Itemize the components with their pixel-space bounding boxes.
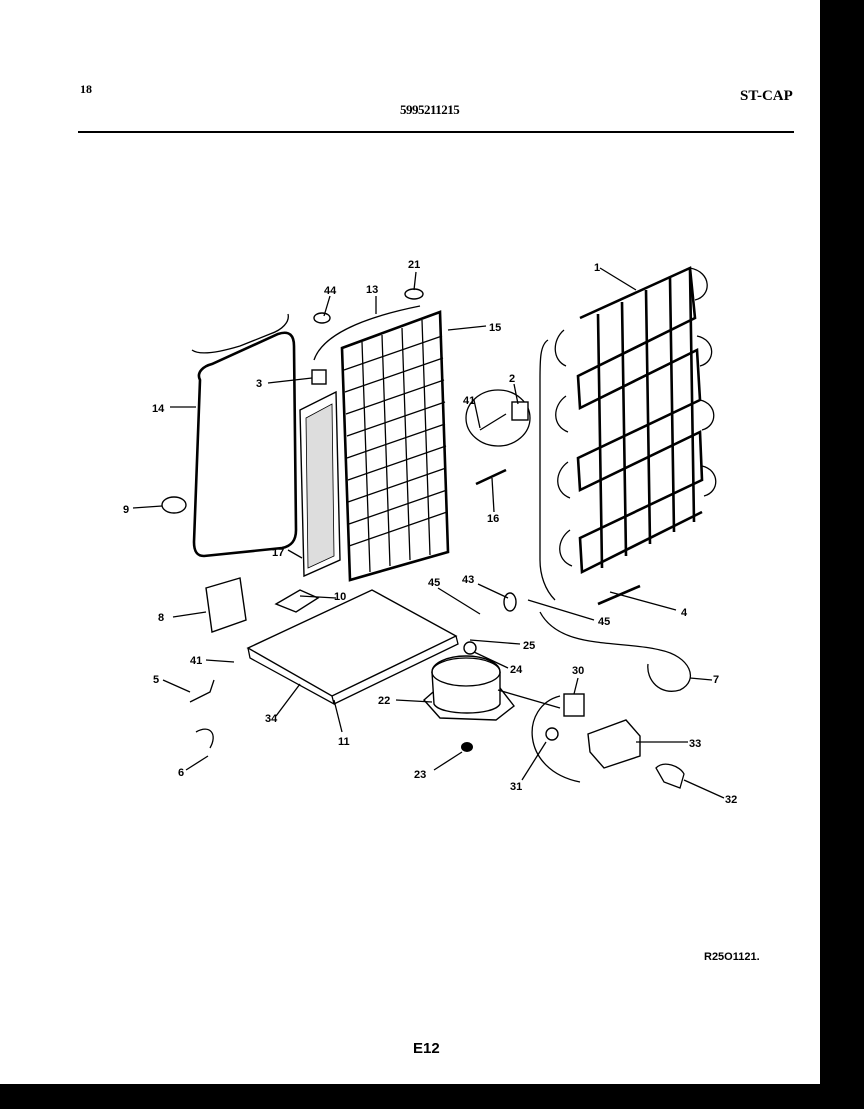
header-rule: [78, 131, 794, 133]
callout-43: 43: [462, 574, 474, 586]
callout-11: 11: [338, 736, 350, 748]
callout-14: 14: [152, 403, 165, 415]
callout-24: 24: [510, 664, 523, 676]
callout-1: 1: [594, 262, 600, 274]
callout-15: 15: [489, 322, 501, 334]
grommet-43: [503, 592, 517, 612]
condenser-coil: [539, 266, 717, 601]
bracket-part-small: [274, 589, 320, 613]
model-number: 5995211215: [400, 102, 460, 117]
callout-7: 7: [713, 674, 719, 686]
callout-30: 30: [572, 665, 584, 677]
filter-pad: [299, 390, 341, 578]
callout-31: 31: [510, 781, 522, 793]
callout-41a: 41: [190, 655, 202, 667]
grommet-part: [161, 496, 187, 514]
detail-clip: [465, 389, 531, 447]
callout-45a: 45: [428, 577, 440, 589]
clamp-part: [404, 288, 424, 300]
grommet-24: [463, 641, 477, 655]
callout-34: 34: [265, 713, 278, 725]
page-code: E12: [413, 1040, 440, 1057]
callout-labels: 1 2 3 4 5 6 7 8 9 10 11 13 14 15 16 17 2…: [123, 259, 737, 806]
callout-6: 6: [178, 767, 184, 779]
relay-detail: [531, 693, 685, 789]
callout-22: 22: [378, 695, 390, 707]
base-plate: [246, 589, 459, 706]
clip-part: [311, 369, 327, 385]
fastener-part: [313, 312, 331, 324]
leader-lines: [132, 267, 725, 799]
callout-41b: 41: [463, 395, 475, 407]
callout-9: 9: [123, 504, 129, 516]
evaporator: [340, 310, 450, 582]
page-number: 18: [80, 82, 92, 96]
callout-17: 17: [272, 547, 284, 559]
callout-16: 16: [487, 513, 499, 525]
capillary-tube: [313, 305, 421, 361]
callout-5: 5: [153, 674, 159, 686]
callout-45b: 45: [598, 616, 610, 628]
callout-2: 2: [509, 373, 515, 385]
callout-25: 25: [523, 640, 535, 652]
gasket-frame: [191, 313, 298, 558]
drier-part: [475, 468, 507, 486]
compressor: [423, 655, 561, 721]
drawing-reference-code: R25O1121.: [704, 951, 760, 963]
exploded-parts-diagram: 1 2 3 4 5 6 7 8 9 10 11 13 14 15 16 17 2…: [123, 259, 737, 806]
bracket-part: [205, 577, 247, 633]
callout-33: 33: [689, 738, 701, 750]
callout-23: 23: [414, 769, 426, 781]
callout-10: 10: [334, 591, 346, 603]
callout-13: 13: [366, 284, 378, 296]
wire-harness: [189, 679, 215, 749]
callout-21: 21: [408, 259, 420, 271]
section-code: ST-CAP: [740, 88, 793, 104]
callout-3: 3: [256, 378, 262, 390]
compressor-foot: [461, 742, 473, 752]
power-cable: [539, 611, 692, 692]
callout-32: 32: [725, 794, 737, 806]
callout-8: 8: [158, 612, 164, 624]
callout-4: 4: [681, 607, 688, 619]
callout-44: 44: [324, 285, 337, 297]
